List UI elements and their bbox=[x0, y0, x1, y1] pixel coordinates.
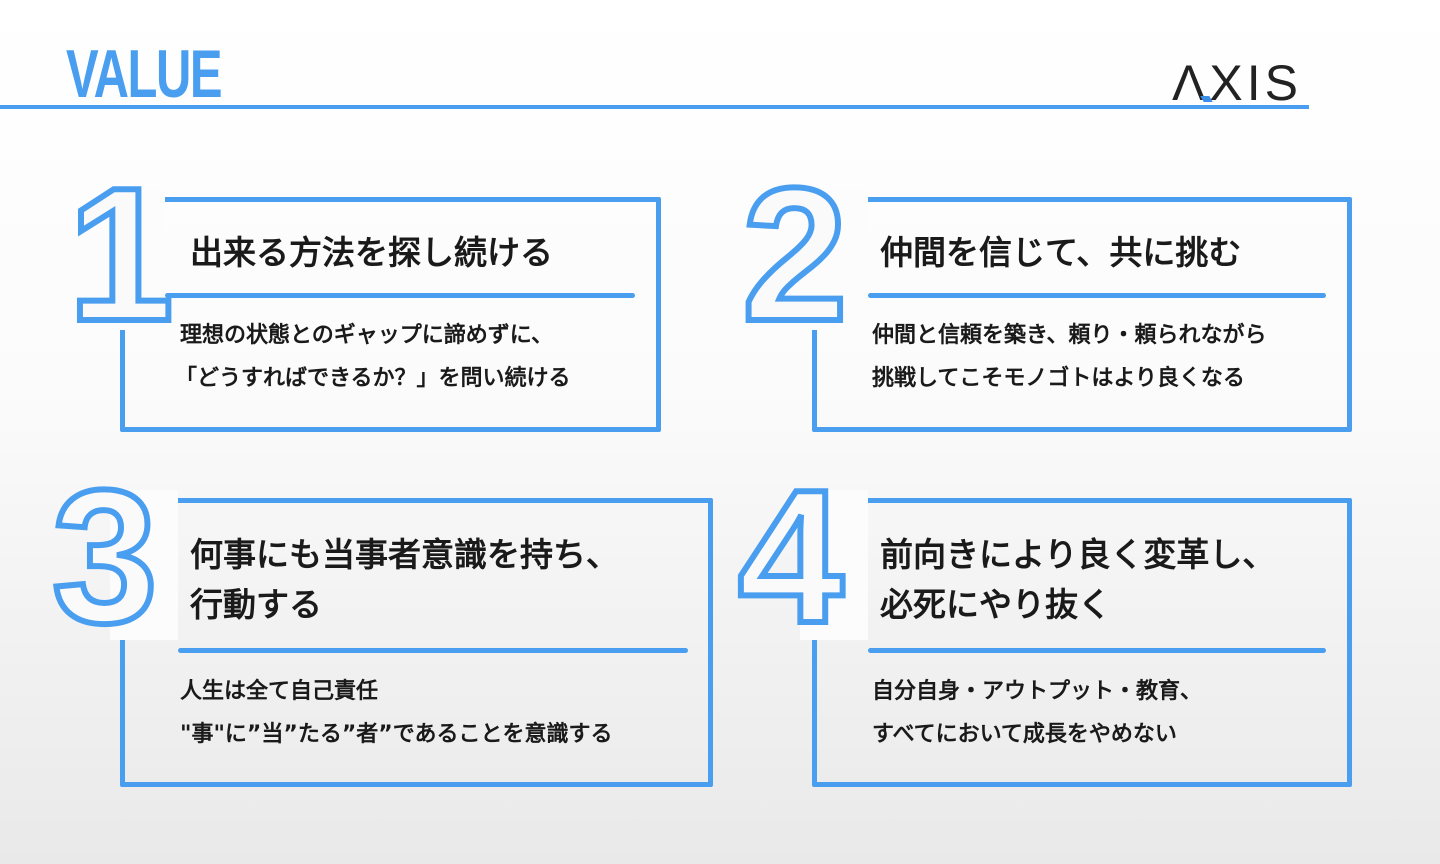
value-body-2-line-1: 仲間と信頼を築き、頼り・頼られながら bbox=[872, 323, 1267, 348]
value-body-2-line-2: 挑戦してこそモノゴトはより良くなる bbox=[872, 366, 1245, 391]
value-heading-1: 出来る方法を探し続ける bbox=[190, 233, 553, 272]
value-body-3-line-1: 人生は全て自己責任 bbox=[180, 679, 379, 704]
value-heading-3-line-2: 行動する bbox=[190, 585, 322, 624]
logo-a-glyph: Λ bbox=[1172, 58, 1213, 108]
value-card-4 bbox=[812, 498, 1352, 787]
value-body-1-line-2: 「どうすればできるか？」を問い続ける bbox=[175, 366, 571, 391]
value-body-1-line-1: 理想の状態とのギャップに諦めずに、 bbox=[180, 323, 554, 348]
value-number-2: 2 bbox=[739, 149, 851, 361]
value-body-4-line-2: すべてにおいて成長をやめない bbox=[872, 722, 1177, 747]
value-card-3 bbox=[120, 498, 713, 787]
value-body-4-line-1: 自分自身・アウトプット・教育、 bbox=[872, 679, 1203, 704]
page-title: VALUE bbox=[66, 36, 223, 112]
value-number-4: 4 bbox=[735, 451, 847, 663]
value-heading-4-line-1: 前向きにより良く変革し、 bbox=[880, 535, 1276, 574]
divider bbox=[165, 293, 635, 298]
value-heading-4-line-2: 必死にやり抜く bbox=[880, 585, 1111, 624]
value-number-3: 3 bbox=[49, 451, 161, 663]
divider bbox=[868, 648, 1326, 653]
value-heading-2: 仲間を信じて、共に挑む bbox=[880, 233, 1242, 272]
value-heading-3-line-1: 何事にも当事者意識を持ち、 bbox=[190, 535, 619, 574]
value-number-1: 1 bbox=[65, 149, 177, 361]
divider bbox=[868, 293, 1326, 298]
divider bbox=[178, 648, 688, 653]
title-underline bbox=[0, 105, 1309, 109]
value-body-3-line-2: "事"に”当”たる”者”であることを意識する bbox=[180, 722, 613, 747]
